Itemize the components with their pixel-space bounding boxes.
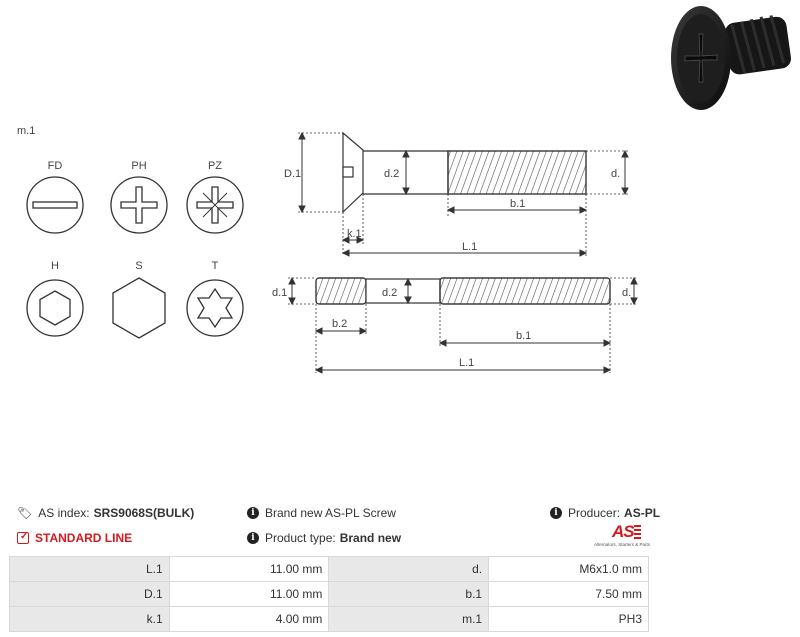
screw-drawing-bottom: d.1 d.2 d. b.2 b.1 L.1 bbox=[272, 276, 638, 374]
drive-h-label: H bbox=[51, 260, 59, 272]
info-icon: i bbox=[247, 532, 259, 544]
spec-key: m.1 bbox=[328, 606, 490, 632]
spec-value: 7.50 mm bbox=[488, 581, 649, 607]
dim-top-d: d. bbox=[611, 168, 620, 180]
screw-drawing-top: D.1 d.2 d. b.1 k.1 L.1 bbox=[284, 131, 630, 257]
spec-key: L.1 bbox=[9, 556, 170, 582]
tags-icon: 🏷︎ bbox=[17, 506, 33, 520]
drive-h-icon bbox=[26, 279, 84, 337]
dim-bottom-d1: d.1 bbox=[272, 287, 287, 299]
dim-bottom-d2: d.2 bbox=[382, 287, 397, 299]
drive-pz-icon bbox=[186, 176, 244, 234]
logo-text: AS bbox=[612, 522, 635, 541]
producer-row: i Producer: AS-PL bbox=[550, 506, 660, 520]
drive-s-label: S bbox=[135, 260, 142, 272]
product-type-row: i Product type: Brand new bbox=[247, 531, 401, 545]
spec-value: 11.00 mm bbox=[168, 581, 330, 607]
product-type-value: Brand new bbox=[339, 531, 402, 545]
logo-tagline: Alternators, Starters & Parts bbox=[593, 542, 650, 547]
dim-bottom-L1: L.1 bbox=[459, 357, 474, 369]
as-pl-logo: AS Alternators, Starters & Parts bbox=[586, 523, 650, 551]
head-section-label: m.1 bbox=[17, 125, 36, 137]
as-index-value: SRS9068S(BULK) bbox=[93, 506, 195, 520]
drive-fd-icon bbox=[26, 176, 84, 234]
spec-key: k.1 bbox=[9, 606, 170, 632]
info-icon: i bbox=[550, 507, 562, 519]
specs-table: L.1 11.00 mm d. M6x1.0 mm D.1 11.00 mm b… bbox=[9, 556, 649, 632]
info-icon: i bbox=[247, 507, 259, 519]
dim-bottom-b1: b.1 bbox=[516, 330, 531, 342]
dim-top-b1: b.1 bbox=[510, 198, 525, 210]
screw-thread bbox=[724, 15, 791, 75]
as-index-row: 🏷︎ AS index: SRS9068S(BULK) bbox=[17, 506, 194, 520]
drive-s-icon bbox=[112, 277, 166, 339]
dim-top-k1: k.1 bbox=[347, 228, 362, 240]
spec-value: PH3 bbox=[488, 606, 649, 632]
drive-types-diagram: FD PH PZ H S T bbox=[26, 160, 244, 339]
spec-value: 4.00 mm bbox=[168, 606, 330, 632]
spec-key: d. bbox=[328, 556, 490, 582]
table-row: D.1 11.00 mm b.1 7.50 mm bbox=[9, 581, 649, 607]
dim-top-L1: L.1 bbox=[462, 241, 477, 253]
drive-fd-label: FD bbox=[48, 160, 63, 172]
dim-bottom-d: d. bbox=[622, 287, 631, 299]
check-square-icon: ✓ bbox=[17, 532, 29, 544]
dim-bottom-b2: b.2 bbox=[332, 318, 347, 330]
spec-value: 11.00 mm bbox=[168, 556, 330, 582]
spec-key: b.1 bbox=[328, 581, 490, 607]
drive-t-icon bbox=[186, 279, 244, 337]
product-photo bbox=[671, 6, 791, 110]
product-type-label: Product type: bbox=[265, 531, 336, 545]
drive-t-label: T bbox=[212, 260, 219, 272]
brand-line: Brand new AS-PL Screw bbox=[265, 506, 396, 520]
standard-line-label: STANDARD LINE bbox=[35, 531, 133, 545]
standard-line-row: ✓ STANDARD LINE bbox=[17, 531, 132, 545]
drive-ph-icon bbox=[110, 176, 168, 234]
logo-stripes bbox=[634, 525, 641, 539]
table-row: k.1 4.00 mm m.1 PH3 bbox=[9, 606, 649, 632]
table-row: L.1 11.00 mm d. M6x1.0 mm bbox=[9, 556, 649, 582]
spec-key: D.1 bbox=[9, 581, 170, 607]
dim-top-d2: d.2 bbox=[384, 168, 399, 180]
producer-value: AS-PL bbox=[624, 506, 661, 520]
brand-row: i Brand new AS-PL Screw bbox=[247, 506, 396, 520]
drive-pz-label: PZ bbox=[208, 160, 222, 172]
drive-ph-label: PH bbox=[131, 160, 146, 172]
screw-head bbox=[671, 6, 731, 110]
dim-top-D1: D.1 bbox=[284, 168, 301, 180]
producer-label: Producer: bbox=[568, 506, 621, 520]
spec-value: M6x1.0 mm bbox=[488, 556, 649, 582]
as-index-label: AS index: bbox=[38, 506, 90, 520]
